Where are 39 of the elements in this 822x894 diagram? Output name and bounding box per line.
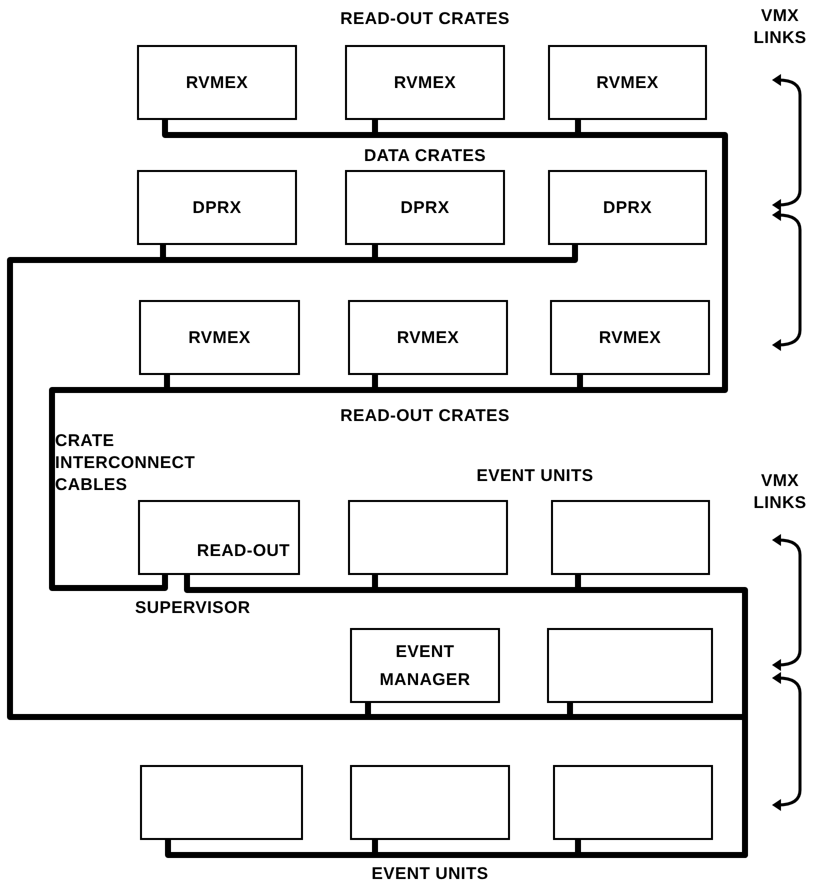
crate-name: DPRX [192,196,242,218]
group-label: EVENT UNITS [370,863,490,885]
crate-box [553,765,713,840]
crate-box [350,765,510,840]
crate-name: DPRX [400,196,450,218]
group-label: VMX LINKS [752,5,808,49]
crate-box [137,170,297,245]
group-label: DATA CRATES [362,145,488,167]
group-label: VMX LINKS [752,470,808,514]
group-label: EVENT UNITS [475,465,595,487]
crate-box [345,45,505,120]
crate-box [547,628,713,703]
interconnect-cable [165,840,378,858]
crate-caption: SUPERVISOR [135,597,250,619]
crate-name: RVMEX [596,72,659,94]
crate-name: RVMEX [394,72,456,94]
crate-box [139,300,300,375]
crate-box [138,500,300,575]
crate-box [548,170,707,245]
crate-name: RVMEX [598,326,662,348]
crate-name: DPRX [603,196,652,218]
crate-name: READ-OUT [196,540,290,562]
crate-box [348,300,508,375]
crate-box [550,300,710,375]
crate-box [140,765,303,840]
group-label: READ-OUT CRATES [339,8,511,30]
crate-box [551,500,710,575]
group-label: CRATE INTERCONNECT CABLES [55,430,196,496]
interconnect-cable [372,245,578,263]
crate-box [345,170,505,245]
crate-name: RVMEX [186,72,248,94]
crate-box [137,45,297,120]
crate-name: RVMEX [188,326,251,348]
group-label: READ-OUT CRATES [339,405,511,427]
crate-box [350,628,500,703]
crate-name: RVMEX [396,326,460,348]
crate-name: EVENT MANAGER [378,640,472,690]
crate-box [348,500,508,575]
crate-box [548,45,707,120]
